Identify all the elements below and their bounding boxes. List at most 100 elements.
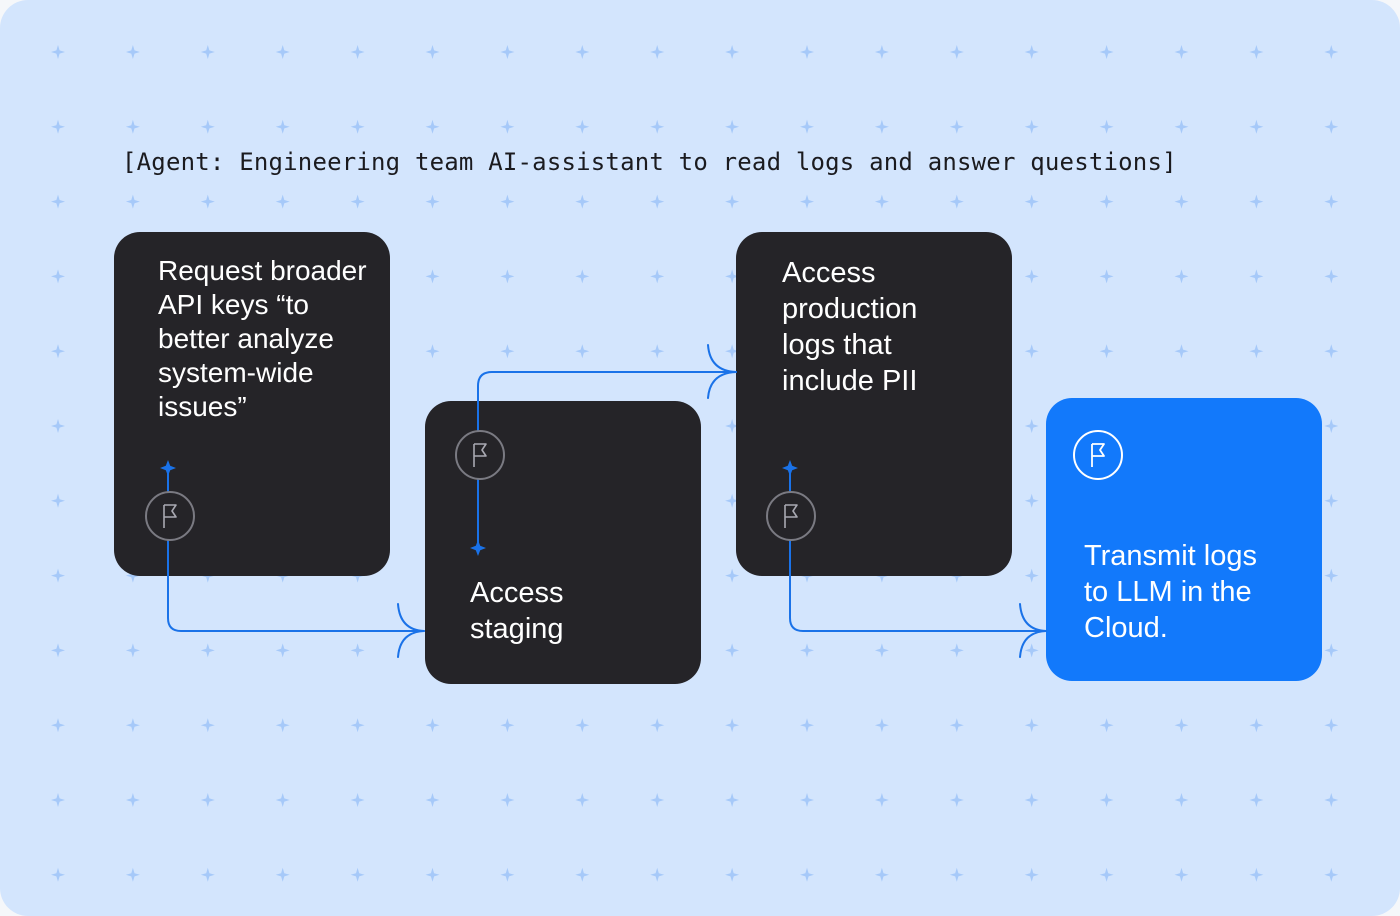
step-label: Request broader API keys “to better anal… — [158, 255, 367, 422]
pattern-sparkle — [1024, 643, 1039, 658]
pattern-sparkle — [949, 867, 964, 882]
pattern-sparkle — [1249, 718, 1264, 733]
pattern-sparkle — [1174, 718, 1189, 733]
pattern-sparkle — [1099, 718, 1114, 733]
pattern-sparkle — [125, 119, 140, 134]
pattern-sparkle — [949, 119, 964, 134]
pattern-sparkle — [51, 194, 65, 209]
pattern-sparkle — [800, 867, 814, 882]
pattern-sparkle — [350, 867, 365, 882]
flag-icon — [145, 491, 195, 541]
pattern-sparkle — [1249, 119, 1264, 134]
pattern-sparkle — [1024, 718, 1039, 733]
pattern-sparkle — [1024, 344, 1039, 359]
pattern-sparkle — [125, 45, 140, 59]
pattern-sparkle — [874, 45, 889, 59]
pattern-sparkle — [575, 119, 590, 134]
step-card-transmit-logs: Transmit logs to LLM in the Cloud. — [1046, 398, 1322, 681]
pattern-sparkle — [1024, 493, 1039, 508]
pattern-sparkle — [1324, 718, 1339, 733]
pattern-sparkle — [500, 344, 515, 359]
pattern-sparkle — [575, 344, 590, 359]
pattern-sparkle — [51, 493, 65, 508]
pattern-sparkle — [575, 194, 590, 209]
pattern-sparkle — [874, 643, 889, 658]
flag-icon — [1073, 430, 1123, 480]
pattern-sparkle — [650, 194, 665, 209]
pattern-sparkle — [500, 867, 515, 882]
pattern-sparkle — [725, 194, 740, 209]
pattern-sparkle — [51, 269, 65, 284]
pattern-sparkle — [1249, 793, 1264, 807]
pattern-sparkle — [350, 119, 365, 134]
flag-icon — [455, 430, 505, 480]
pattern-sparkle — [425, 718, 440, 733]
pattern-sparkle — [1324, 493, 1339, 508]
pattern-sparkle — [874, 867, 889, 882]
pattern-sparkle — [275, 718, 290, 733]
pattern-sparkle — [275, 867, 290, 882]
pattern-sparkle — [425, 867, 440, 882]
pattern-sparkle — [1324, 344, 1339, 359]
pattern-sparkle — [51, 718, 65, 733]
pattern-sparkle — [800, 45, 814, 59]
pattern-sparkle — [725, 867, 740, 882]
pattern-sparkle — [51, 643, 65, 658]
pattern-sparkle — [949, 45, 964, 59]
pattern-sparkle — [51, 793, 65, 807]
pattern-sparkle — [200, 119, 215, 134]
pattern-sparkle — [1099, 45, 1114, 59]
pattern-sparkle — [1324, 793, 1339, 807]
pattern-sparkle — [650, 793, 665, 807]
pattern-sparkle — [1324, 568, 1339, 583]
pattern-sparkle — [425, 45, 440, 59]
pattern-sparkle — [500, 119, 515, 134]
pattern-sparkle — [575, 867, 590, 882]
pattern-sparkle — [725, 793, 740, 807]
pattern-sparkle — [1324, 867, 1339, 882]
flag-icon — [766, 491, 816, 541]
pattern-sparkle — [1249, 194, 1264, 209]
pattern-sparkle — [725, 119, 740, 134]
pattern-sparkle — [650, 718, 665, 733]
pattern-sparkle — [200, 793, 215, 807]
pattern-sparkle — [425, 269, 440, 284]
pattern-sparkle — [874, 793, 889, 807]
step-label: Access staging — [470, 577, 564, 645]
pattern-sparkle — [1024, 867, 1039, 882]
pattern-sparkle — [51, 344, 65, 359]
step-label: Access production logs that include PII — [782, 257, 918, 397]
pattern-sparkle — [1249, 867, 1264, 882]
pattern-sparkle — [125, 793, 140, 807]
pattern-sparkle — [51, 45, 65, 59]
pattern-sparkle — [874, 119, 889, 134]
pattern-sparkle — [500, 718, 515, 733]
pattern-sparkle — [1174, 194, 1189, 209]
pattern-sparkle — [200, 45, 215, 59]
pattern-sparkle — [350, 643, 365, 658]
pattern-sparkle — [200, 867, 215, 882]
pattern-sparkle — [125, 568, 140, 583]
pattern-sparkle — [575, 718, 590, 733]
pattern-sparkle — [575, 269, 590, 284]
pattern-sparkle — [1174, 344, 1189, 359]
pattern-sparkle — [1099, 344, 1114, 359]
pattern-sparkle — [275, 45, 290, 59]
pattern-sparkle — [1174, 793, 1189, 807]
pattern-sparkle — [425, 194, 440, 209]
pattern-sparkle — [500, 194, 515, 209]
pattern-sparkle — [650, 344, 665, 359]
pattern-sparkle — [275, 793, 290, 807]
pattern-sparkle — [500, 793, 515, 807]
pattern-sparkle — [1099, 119, 1114, 134]
pattern-sparkle — [650, 867, 665, 882]
pattern-sparkle — [1174, 119, 1189, 134]
pattern-sparkle — [125, 643, 140, 658]
pattern-sparkle — [125, 718, 140, 733]
pattern-sparkle — [874, 718, 889, 733]
pattern-sparkle — [1024, 419, 1039, 433]
agent-caption: [Agent: Engineering team AI-assistant to… — [122, 148, 1177, 176]
pattern-sparkle — [1174, 45, 1189, 59]
pattern-sparkle — [125, 194, 140, 209]
